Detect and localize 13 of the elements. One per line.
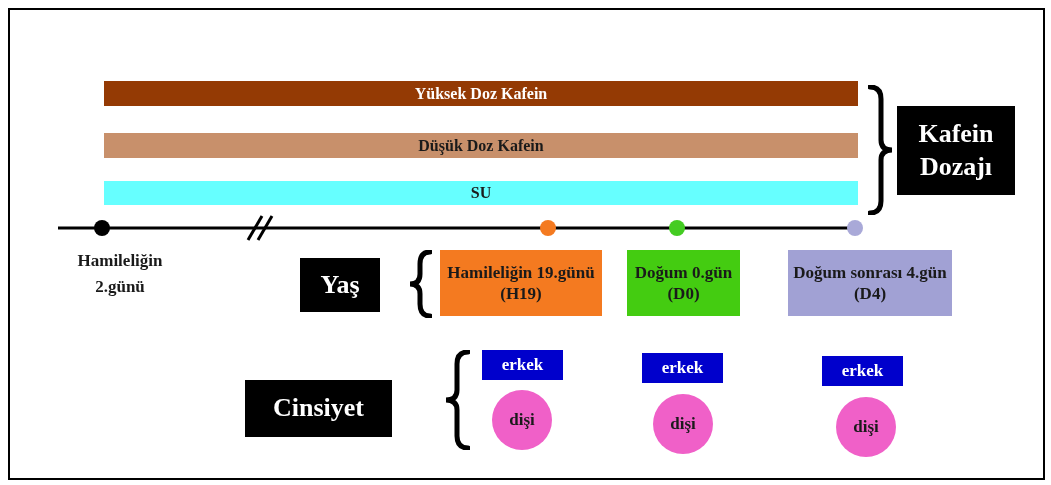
- category-box: Kafein Dozajı: [897, 106, 1015, 195]
- category-box: Yaş: [300, 258, 380, 312]
- dose-bar: Yüksek Doz Kafein: [104, 81, 858, 106]
- category-box: Cinsiyet: [245, 380, 392, 437]
- age-box: Hamileliğin 19.günü (H19): [440, 250, 602, 316]
- male-box: erkek: [482, 350, 563, 380]
- age-box: Doğum 0.gün (D0): [627, 250, 740, 316]
- male-box: erkek: [822, 356, 903, 386]
- timepoint-label: Hamileliğin 2.günü: [76, 250, 164, 298]
- male-box: erkek: [642, 353, 723, 383]
- age-box: Doğum sonrası 4.gün (D4): [788, 250, 952, 316]
- dose-bar: SU: [104, 181, 858, 205]
- dose-bar: Düşük Doz Kafein: [104, 133, 858, 158]
